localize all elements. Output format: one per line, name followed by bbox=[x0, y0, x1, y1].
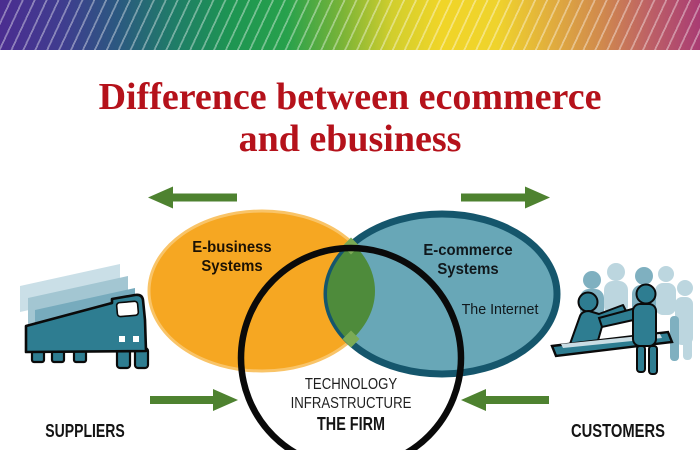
internet-label: The Internet bbox=[461, 301, 539, 318]
ghost-person-leg bbox=[683, 318, 692, 360]
technology-infrastructure-label: TECHNOLOGY INFRASTRUCTURE bbox=[290, 376, 412, 412]
truck-body bbox=[24, 293, 148, 354]
customer-leg bbox=[648, 345, 658, 375]
ebusiness-systems-label: E-business Systems bbox=[192, 239, 272, 275]
ghost-person-head bbox=[635, 267, 653, 285]
arrow-in-right-icon bbox=[150, 389, 238, 411]
arrow-out-right-icon bbox=[461, 186, 550, 209]
page-title: Difference between ecommerce and ebusine… bbox=[0, 76, 700, 160]
customer-leg bbox=[636, 345, 646, 373]
firm-circle bbox=[237, 244, 465, 450]
arrow-shaft bbox=[461, 193, 528, 202]
title-line-1: Difference between ecommerce bbox=[98, 76, 602, 118]
arrow-head bbox=[461, 389, 486, 411]
arrow-out-left-icon bbox=[148, 186, 237, 209]
title-line-2: and ebusiness bbox=[238, 118, 462, 160]
the-firm-label: THE FIRM bbox=[317, 414, 385, 434]
customers-label: CUSTOMERS bbox=[570, 421, 666, 441]
ecommerce-systems-label: E-commerce Systems bbox=[423, 242, 513, 278]
truck-windshield bbox=[115, 300, 140, 318]
ghost-person-body bbox=[655, 283, 676, 315]
arrow-head bbox=[213, 389, 238, 411]
truck-detail-square bbox=[119, 336, 125, 342]
suppliers-label: SUPPLIERS bbox=[45, 421, 125, 441]
arrow-shaft bbox=[150, 396, 214, 404]
customer-head bbox=[635, 283, 657, 305]
ghost-person-leg bbox=[670, 316, 679, 361]
truck-icon bbox=[20, 264, 150, 370]
people-at-counter-icon bbox=[550, 263, 693, 375]
customer-body bbox=[632, 303, 657, 347]
arrow-shaft bbox=[170, 193, 237, 202]
ghost-person-head bbox=[583, 271, 601, 289]
ghost-person-head bbox=[607, 263, 625, 281]
arrow-in-left-icon bbox=[461, 389, 549, 411]
rainbow-banner bbox=[0, 0, 700, 50]
arrow-head bbox=[525, 186, 550, 209]
ghost-person-head bbox=[677, 280, 693, 296]
arrow-head bbox=[148, 186, 173, 209]
arrow-shaft bbox=[485, 396, 549, 404]
ghost-person-head bbox=[658, 266, 674, 282]
truck-detail-square bbox=[133, 336, 139, 342]
